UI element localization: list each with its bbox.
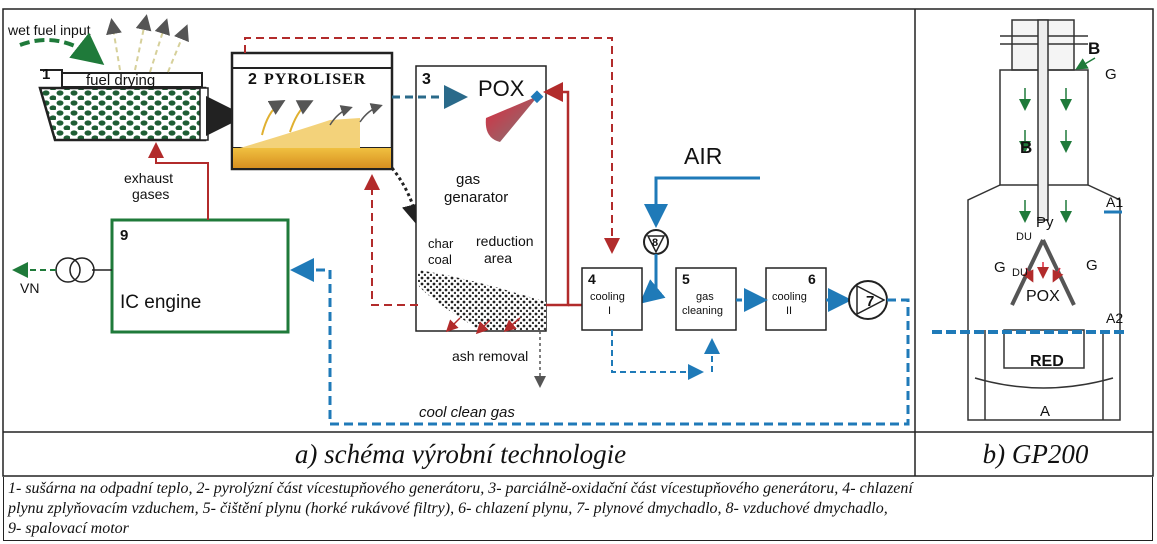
- gas-generator-label-1: gas: [456, 171, 480, 188]
- cooling-2-label-b: II: [786, 305, 792, 317]
- pox-label: POX: [478, 76, 525, 101]
- char-coal-label-2: coal: [428, 252, 452, 267]
- caption-a: a) schéma výrobní technologie: [294, 439, 627, 469]
- exhaust-gases-arrow: [148, 142, 209, 220]
- number-5: 5: [682, 271, 690, 287]
- transformer-coil-1: [69, 257, 95, 283]
- char-coal-label-1: char: [428, 236, 454, 251]
- cool-clean-gas-label: cool clean gas: [419, 404, 515, 421]
- gp200-red: RED: [1030, 353, 1064, 370]
- vn-label: VN: [20, 280, 39, 296]
- cooling-1-label-b: I: [608, 305, 611, 317]
- recycle-arrow: [364, 174, 418, 306]
- gp200-g-right: G: [1086, 257, 1098, 274]
- gp200-green-arrows: [1019, 57, 1096, 223]
- legend-line-3: 9- spalovací motor: [8, 520, 129, 537]
- gp200-pox: POX: [1026, 288, 1060, 305]
- gp200-du-1: DU: [1016, 231, 1032, 243]
- number-3: 3: [422, 71, 431, 88]
- gp200-g-left: G: [994, 259, 1006, 276]
- gp200-b-mid: B: [1020, 138, 1032, 157]
- caption-b: b) GP200: [982, 439, 1089, 469]
- gp200-reactor: [967, 19, 1121, 421]
- legend-line-2: plynu zplyňovacím vzduchem, 5- čištění p…: [8, 500, 888, 517]
- gp200-b-top: B: [1088, 39, 1100, 58]
- number-4: 4: [588, 271, 596, 287]
- hot-gas-loop: [244, 37, 620, 254]
- number-9: 9: [120, 227, 128, 244]
- reduction-arrows: [445, 317, 521, 335]
- gas-cleaning-unit: [675, 267, 737, 331]
- legend-box: 1- sušárna na odpadní teplo, 2- pyrolýzn…: [3, 477, 1153, 541]
- number-8: 8: [652, 237, 658, 249]
- wet-fuel-arrow: [19, 32, 105, 65]
- air-label: AIR: [684, 143, 722, 169]
- pyroliser-label: PYROLISER: [264, 71, 366, 88]
- air-blower-symbol: [646, 235, 666, 254]
- char-bed: [418, 270, 546, 330]
- wet-fuel-input-label: wet fuel input: [7, 22, 91, 38]
- ic-engine-label: IC engine: [120, 292, 201, 313]
- gas-blower-symbol: [856, 284, 886, 316]
- cooling-1-unit: [581, 267, 643, 331]
- cooling-2-label-a: cooling: [772, 291, 807, 303]
- number-1: 1: [42, 66, 50, 83]
- transformer-coil-2: [55, 257, 81, 283]
- gas-cleaning-label-a: gas: [696, 291, 714, 303]
- cool-clean-gas-line: [290, 258, 910, 426]
- gp200-du-2: DU: [1012, 267, 1028, 279]
- fuel-drying-label: fuel drying: [86, 72, 155, 89]
- gp200-a: A: [1040, 403, 1050, 420]
- preheated-air-arrow: [543, 82, 570, 307]
- gp200-pox-arrows: [1022, 262, 1064, 283]
- cooling1-to-cleaning-line: [611, 330, 704, 380]
- pyroliser-unit: [230, 51, 394, 171]
- fuel-dryer: [38, 69, 209, 142]
- air-to-cooling-arrow: [639, 254, 666, 304]
- air-inlet-arrow: [644, 176, 760, 228]
- reduction-label-1: reduction: [476, 233, 534, 249]
- gp200-a2: A2: [1106, 310, 1123, 326]
- exhaust-label-2: gases: [132, 186, 169, 202]
- cooling-1-label-a: cooling: [590, 291, 625, 303]
- figure-frame: [2, 8, 1154, 477]
- exhaust-label-1: exhaust: [124, 170, 173, 186]
- reduction-label-2: area: [484, 250, 512, 266]
- legend-line-1: 1- sušárna na odpadní teplo, 2- pyrolýzn…: [8, 480, 913, 497]
- gas-generator-label-2: genarator: [444, 189, 508, 206]
- number-7: 7: [866, 293, 874, 310]
- gp200-g-top: G: [1105, 66, 1117, 83]
- char-transfer-arrow: [390, 167, 426, 228]
- gp200-a1: A1: [1106, 194, 1123, 210]
- ic-engine-unit: [110, 218, 290, 334]
- steam-arrows: [106, 14, 189, 73]
- gp200-py: Py: [1036, 214, 1054, 231]
- number-6: 6: [808, 271, 816, 287]
- gas-cleaning-label-b: cleaning: [682, 305, 723, 317]
- pox-flame: [485, 96, 538, 142]
- number-2: 2: [248, 71, 257, 88]
- ash-removal-label: ash removal: [452, 348, 528, 364]
